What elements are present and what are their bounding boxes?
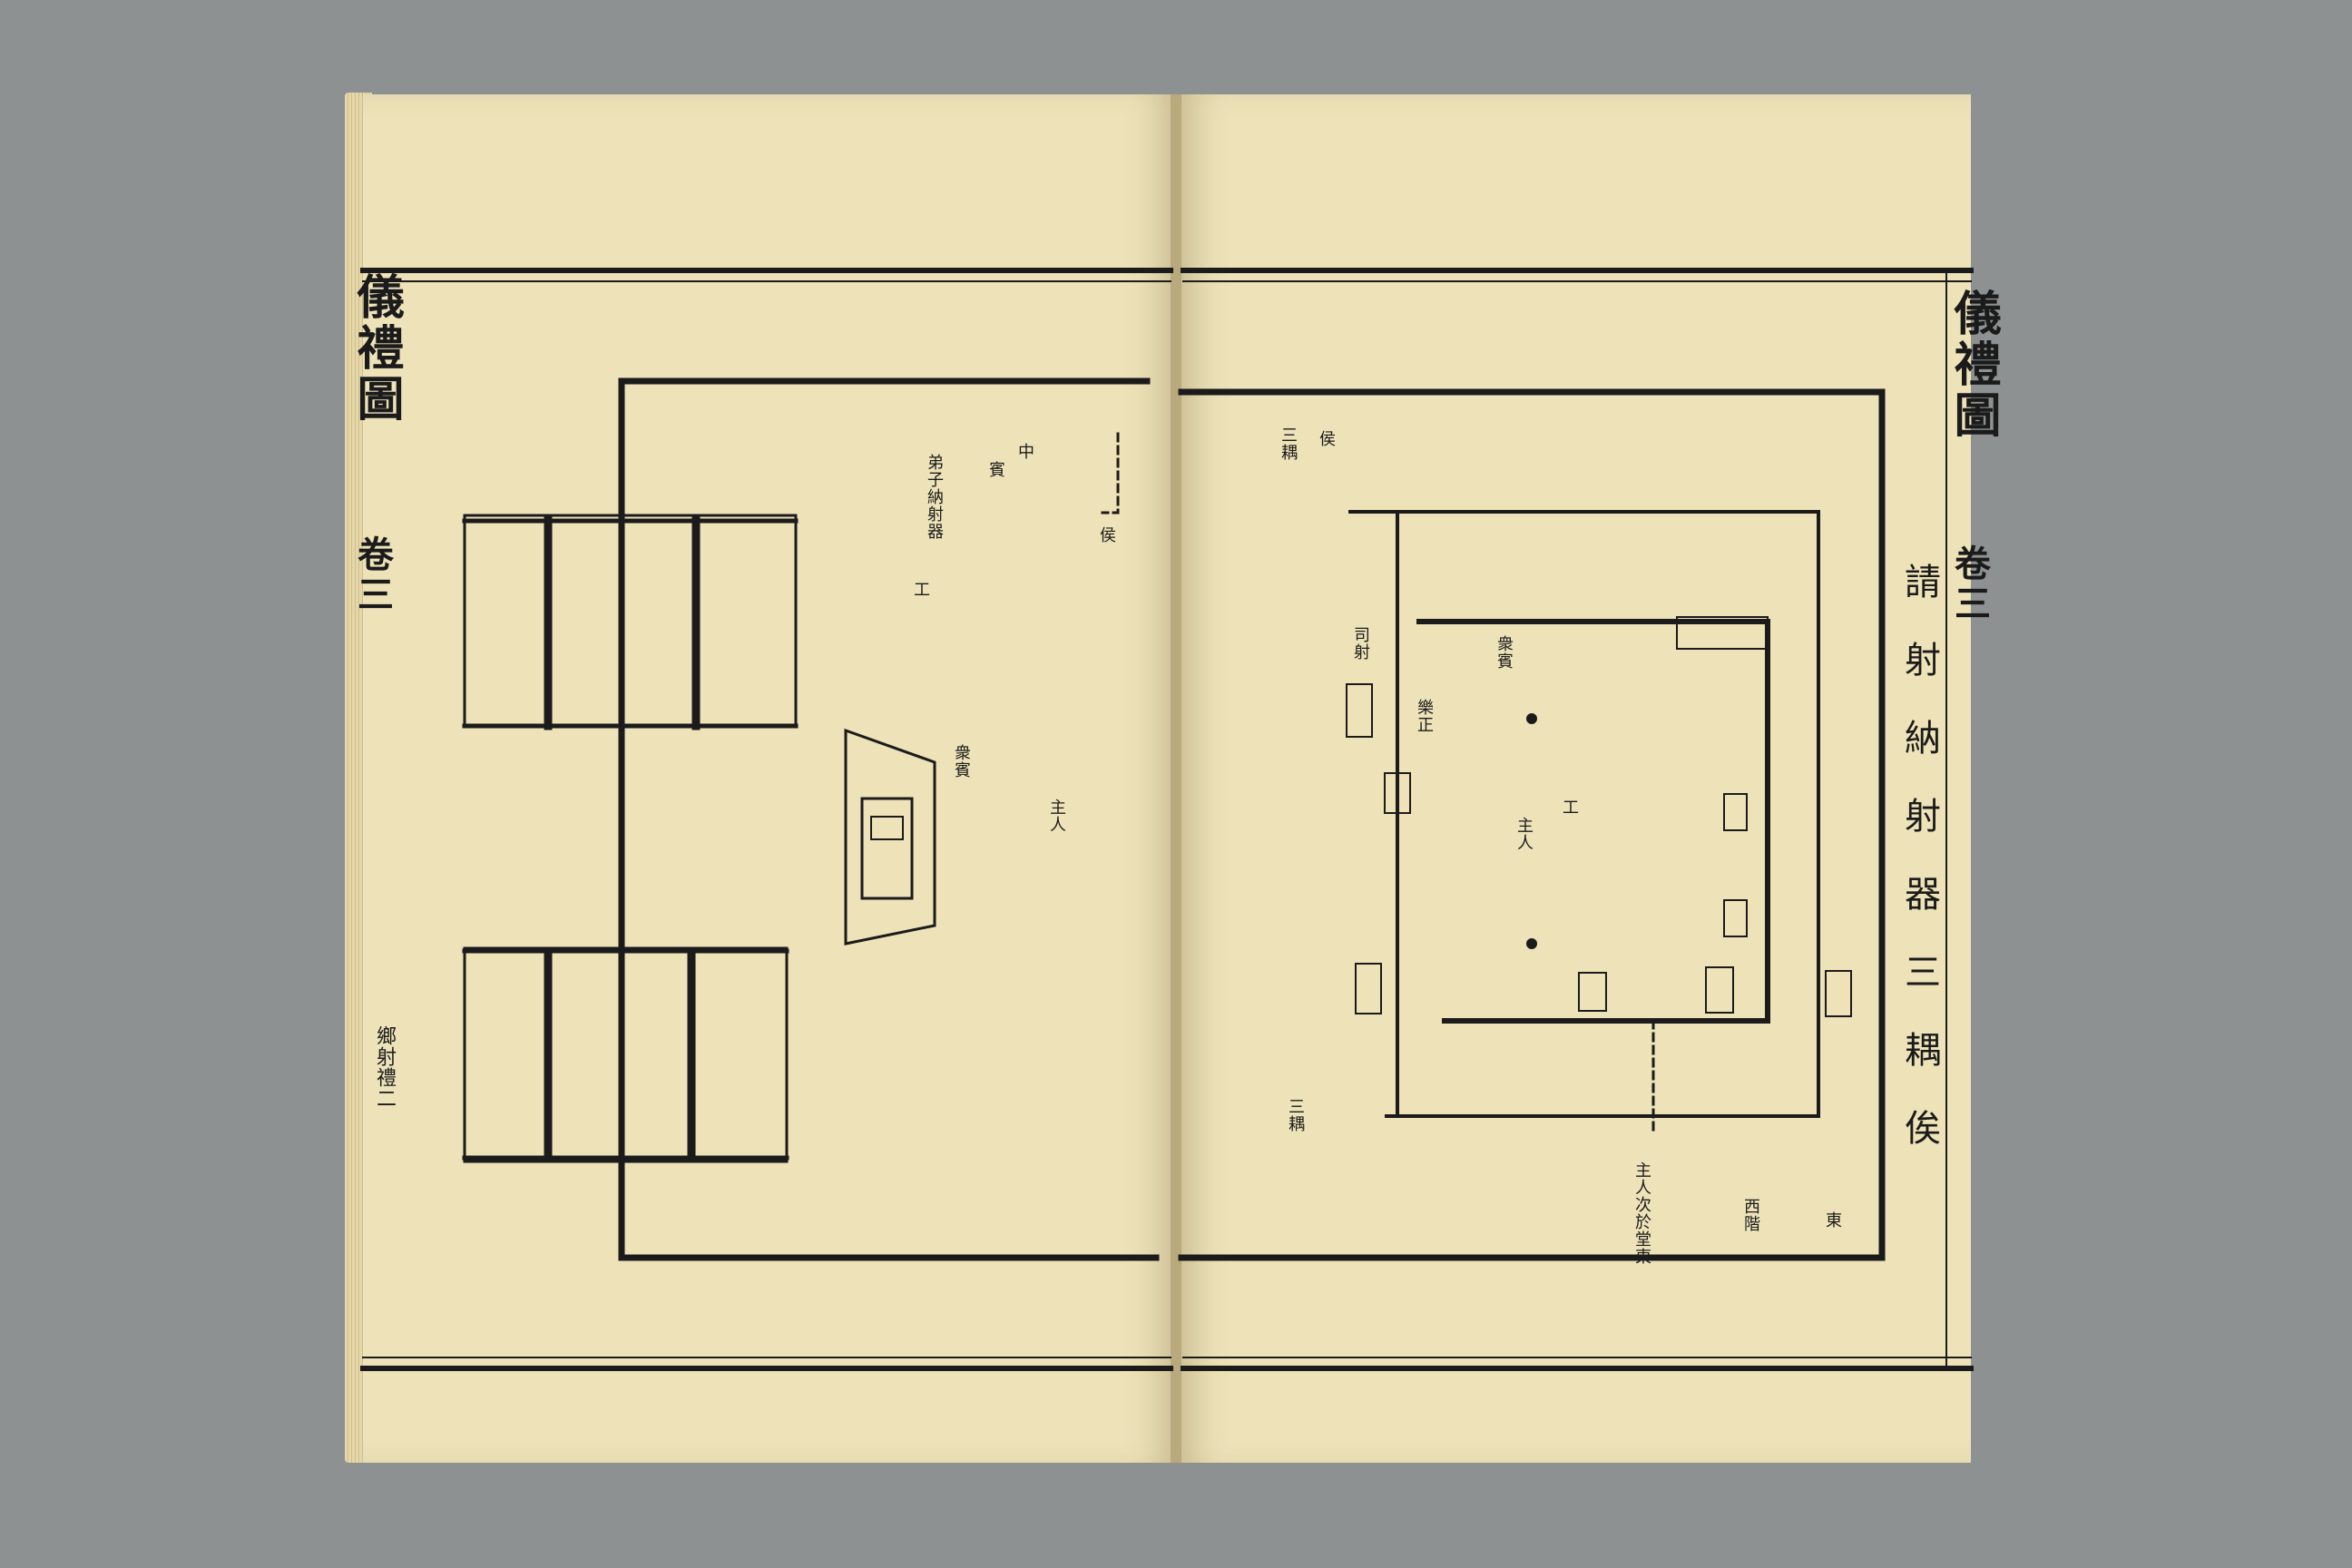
right-label-10: 西階 [1741,1198,1760,1232]
right-label-3: 衆賓 [1494,635,1514,670]
right-page [1181,94,1971,1463]
right-page-heading: 請射納射器三耦俟 [1898,563,1940,1187]
left-margin-footer: 鄉射禮二 [373,1025,396,1109]
left-label-7: 侯 [1097,526,1116,544]
left-label-2: 賓 [986,461,1005,478]
left-margin-title: 儀禮圖 [348,272,404,425]
right-label-9: 主人次於堂東 [1632,1161,1651,1265]
left-label-4: 工 [911,581,930,598]
right-label-6: 樂正 [1415,699,1434,733]
left-label-1: 弟子納射器 [925,454,944,540]
left-margin-volume: 卷三 [351,535,394,615]
right-label-11: 東 [1823,1211,1842,1229]
left-label-6: 主人 [1047,799,1066,833]
left-label-5: 衆賓 [952,744,971,779]
left-label-3: 中 [1015,443,1034,460]
book-gutter [1171,94,1183,1463]
right-label-2: 侯 [1317,430,1336,447]
right-label-7: 工 [1560,799,1579,816]
position-dot-lower [1526,938,1537,949]
right-label-4: 主人 [1514,817,1534,851]
position-dot-upper [1526,713,1537,724]
right-margin-volume: 卷三 [1948,544,1991,624]
right-margin-title: 儀禮圖 [1945,289,2001,441]
right-label-5: 司射 [1351,626,1370,661]
right-label-8: 三耦 [1286,1098,1305,1132]
right-label-1: 三耦 [1279,426,1298,461]
left-page [363,94,1172,1463]
